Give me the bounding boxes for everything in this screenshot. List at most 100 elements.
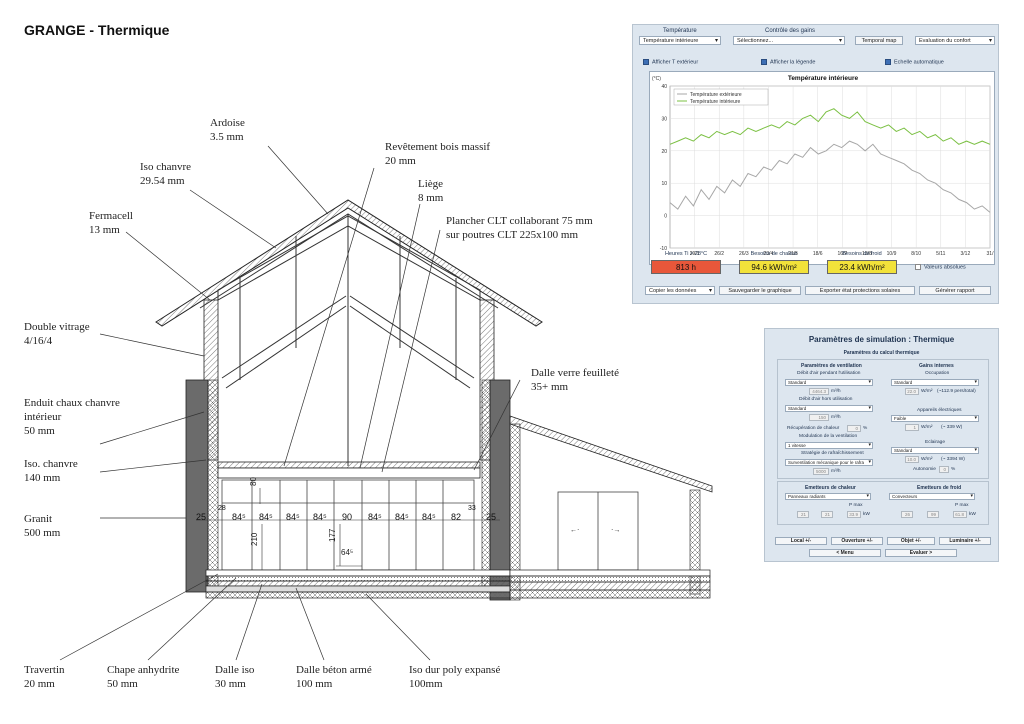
- appareils-note: (~ 339 W): [941, 425, 963, 430]
- unit-wm2-1: W/m²: [921, 389, 933, 394]
- cold-in-c[interactable]: 61.8: [953, 511, 967, 518]
- objet-button[interactable]: Objet +/-: [887, 537, 935, 545]
- x-tick-label-7: 13/8: [862, 251, 872, 257]
- legend-label-1: Température intérieure: [690, 99, 741, 105]
- temporal-map-button[interactable]: Temporal map: [855, 36, 903, 45]
- dim-1: 25: [196, 512, 207, 522]
- dim-11: 82: [451, 512, 462, 522]
- comfort-select[interactable]: Evaluation du confort: [915, 36, 995, 45]
- local-button[interactable]: Local +/-: [775, 537, 827, 545]
- eclairage-label: Eclairage: [925, 440, 945, 445]
- cold-in-b[interactable]: 99: [927, 511, 939, 518]
- strategie-label: Stratégie de rafraîchissement: [801, 451, 864, 456]
- debit-hors-label: Débit d'air hors utilisation: [799, 397, 853, 402]
- params-subtitle: Paramètres du calcul thermique: [843, 350, 920, 356]
- show-ext-checkbox[interactable]: Afficher T extérieur: [643, 59, 698, 65]
- debit-util-select[interactable]: Standard: [785, 379, 873, 386]
- strategie-select[interactable]: Surventilation mécanique pour le rafra: [785, 459, 873, 466]
- page-title: GRANGE - Thermique: [24, 22, 170, 38]
- heat-emitter-select[interactable]: Panneaux radiants: [785, 493, 871, 500]
- unit-kw-1: kW: [863, 512, 870, 517]
- dim-5: 84⁵: [286, 512, 300, 522]
- dim-7: 90: [342, 512, 353, 522]
- x-tick-label-0: 29/1: [690, 251, 700, 257]
- gains-select[interactable]: Sélectionnez...: [733, 36, 845, 45]
- evaluate-button[interactable]: Evaluer >: [885, 549, 957, 557]
- checkbox-unchecked-icon: [915, 264, 921, 270]
- absolute-values-checkbox[interactable]: Valeurs absolues: [915, 264, 966, 270]
- appareils-select[interactable]: Faible: [891, 415, 979, 422]
- y-axis-label: (°C): [652, 76, 661, 82]
- temp-select[interactable]: Température intérieure: [639, 36, 721, 45]
- recup-input[interactable]: 0: [847, 425, 861, 432]
- debit-util-input[interactable]: 4464.3: [809, 388, 829, 395]
- luminaire-button[interactable]: Luminaire +/-: [939, 537, 991, 545]
- dimension-lines: [196, 488, 500, 570]
- pmax-label-2: P max: [955, 503, 969, 508]
- y-tick-label-1: 0: [664, 214, 667, 220]
- y-tick-label-5: 40: [661, 84, 667, 90]
- unit-m3h-3: m³/h: [831, 469, 841, 474]
- dim-10: 84⁵: [422, 512, 436, 522]
- occupation-input[interactable]: 22.0: [905, 388, 919, 395]
- recup-label: Récupération de chaleur: [787, 426, 840, 431]
- x-tick-label-12: 31/: [987, 251, 995, 257]
- menu-button[interactable]: < Menu: [809, 549, 881, 557]
- dim-4: 84⁵: [259, 512, 273, 522]
- ouverture-button[interactable]: Ouverture +/-: [831, 537, 883, 545]
- dim-8: 84⁵: [368, 512, 382, 522]
- copy-data-select[interactable]: Copier les données: [645, 286, 715, 295]
- eclairage-select[interactable]: Standard: [891, 447, 979, 454]
- series-line-1: [669, 108, 991, 145]
- appareils-input[interactable]: 1: [905, 424, 919, 431]
- unit-m3h-1: m³/h: [831, 389, 841, 394]
- export-solar-button[interactable]: Exporter état protections solaires: [805, 286, 915, 295]
- generate-report-button[interactable]: Générer rapport: [919, 286, 991, 295]
- cold-emitters-title: Emetteurs de froid: [917, 485, 962, 491]
- occupation-label: Occupation: [925, 371, 950, 376]
- mezzanine-floor: [217, 461, 481, 479]
- heat-in-b[interactable]: 21: [821, 511, 833, 518]
- stat1-label: Heures Ti > 28°C: [664, 251, 708, 257]
- stat2-label: Besoins de chaleur: [750, 251, 798, 257]
- door-left-mark: ←·: [570, 526, 580, 534]
- autonomie-input[interactable]: 0: [939, 466, 949, 473]
- modulation-select[interactable]: 1 vitesse: [785, 442, 873, 449]
- unit-wm2-2: W/m²: [921, 425, 933, 430]
- temperature-panel: Température Contrôle des gains Températu…: [632, 24, 999, 304]
- cold-emitter-select[interactable]: Convecteurs: [889, 493, 975, 500]
- save-chart-button[interactable]: Sauvegarder le graphique: [719, 286, 801, 295]
- show-legend-checkbox[interactable]: Afficher la légende: [761, 59, 815, 65]
- occupation-select[interactable]: Standard: [891, 379, 979, 386]
- eclairage-input[interactable]: 10.0: [905, 456, 919, 463]
- cold-in-a[interactable]: 26: [901, 511, 913, 518]
- x-tick-label-5: 18/6: [813, 251, 823, 257]
- x-tick-label-8: 10/9: [887, 251, 897, 257]
- surventil-input[interactable]: 5000: [813, 468, 829, 475]
- heat-in-c[interactable]: 33.9: [847, 511, 861, 518]
- legend-label-0: Température extérieure: [690, 92, 742, 98]
- emitters-frame: [777, 481, 989, 525]
- dim-3: 84⁵: [232, 512, 246, 522]
- heat-in-a[interactable]: 21: [797, 511, 809, 518]
- eclairage-note: (~ 3394 W): [941, 457, 965, 462]
- modulation-label: Modulation de la ventilation: [799, 434, 858, 439]
- x-tick-label-10: 5/11: [936, 251, 946, 257]
- debit-hors-select[interactable]: Standard: [785, 405, 873, 412]
- debit-hors-input[interactable]: 150: [809, 414, 829, 421]
- stat3-value: 23.4 kWh/m²: [827, 260, 897, 274]
- checkbox-checked-icon: [885, 59, 891, 65]
- dim-12: 33: [468, 505, 476, 512]
- auto-scale-checkbox[interactable]: Echelle automatique: [885, 59, 944, 65]
- x-tick-label-9: 8/10: [911, 251, 921, 257]
- unit-kw-2: kW: [969, 512, 976, 517]
